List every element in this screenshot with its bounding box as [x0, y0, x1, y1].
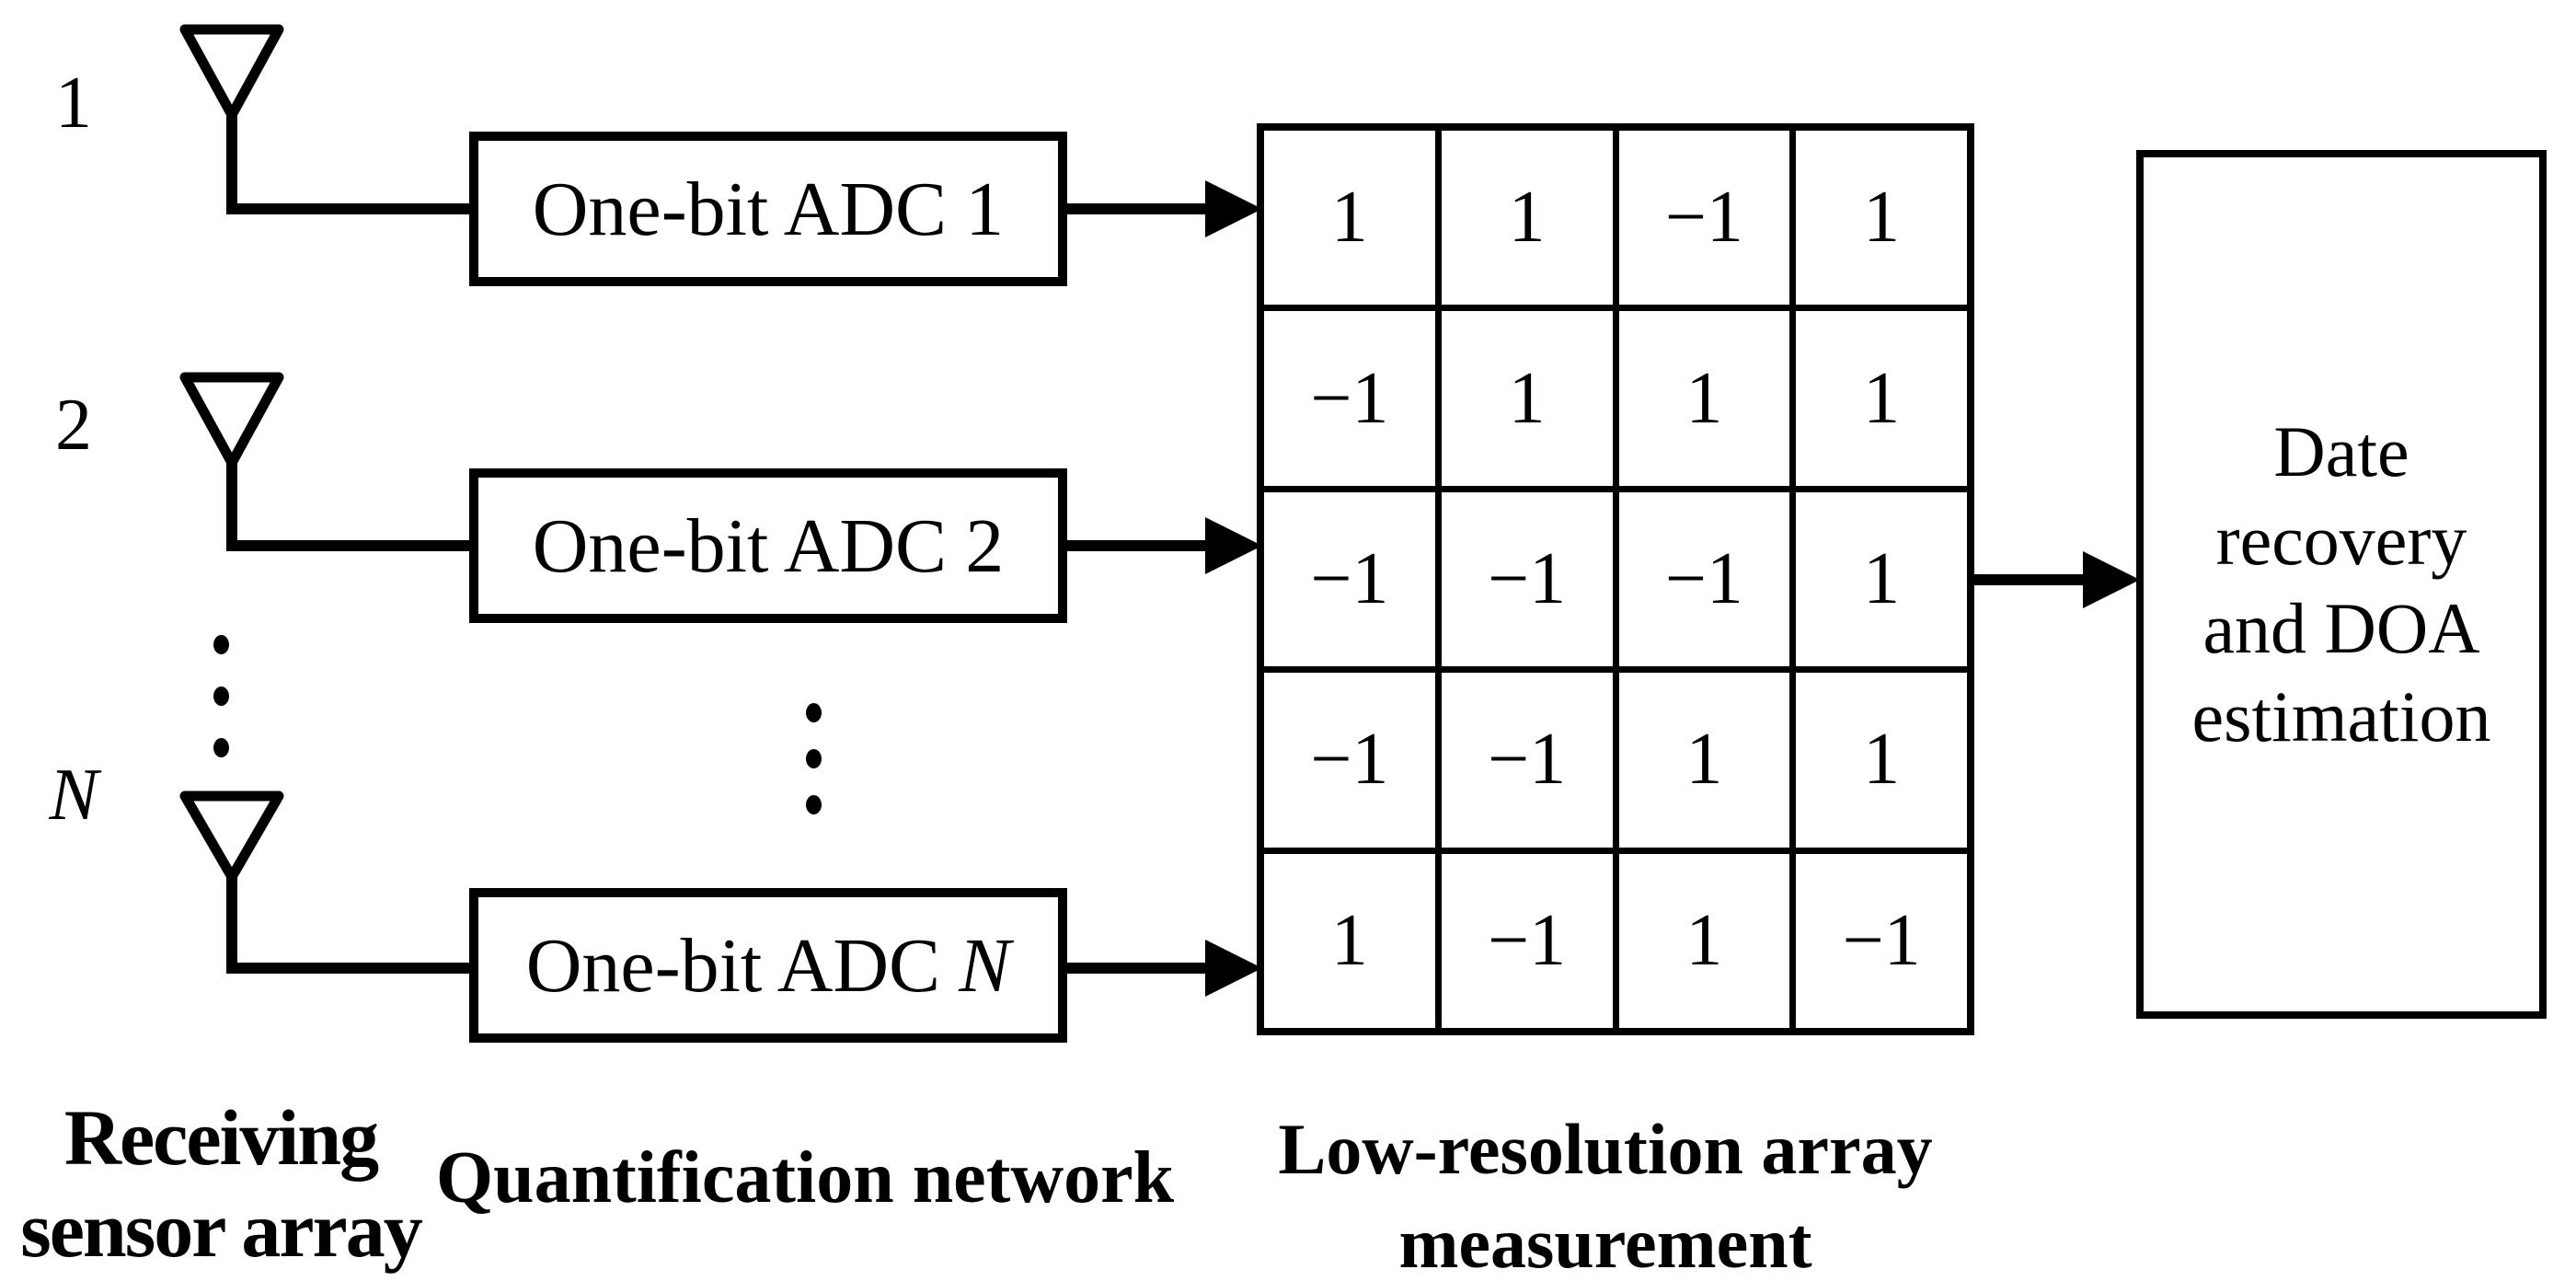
caption-line: Receiving — [63, 1093, 379, 1182]
sensor-1-label: 1 — [55, 63, 92, 144]
matrix-cell: 1 — [1796, 311, 1967, 486]
caption-line: measurement — [1398, 1203, 1812, 1281]
matrix-cell: −1 — [1796, 853, 1967, 1028]
antenna-n-icon — [179, 791, 473, 974]
matrix-cell: 1 — [1618, 673, 1790, 848]
matrix-cell: −1 — [1441, 673, 1613, 848]
adc-n-label: One-bit ADC — [525, 922, 941, 1009]
matrix-cell: 1 — [1796, 491, 1967, 667]
output-box-line: and DOA — [2202, 588, 2480, 668]
adc-1-label: One-bit ADC — [532, 166, 948, 252]
measurement-matrix: 1 1 −1 1 −1 1 1 1 −1 −1 −1 1 −1 −1 1 1 1… — [1257, 123, 1974, 1035]
quantification-network-caption: Quantification network — [423, 1136, 1187, 1220]
matrix-cell: 1 — [1264, 131, 1435, 306]
adc-2-box: One-bit ADC 2 — [469, 468, 1067, 623]
output-box-line: Date — [2273, 411, 2409, 491]
adc-1-box: One-bit ADC 1 — [469, 132, 1067, 286]
caption-line: Quantification network — [435, 1137, 1175, 1218]
matrix-cell: 1 — [1796, 673, 1967, 848]
vertical-ellipsis-icon — [213, 635, 229, 757]
matrix-cell: −1 — [1441, 491, 1613, 667]
dot — [213, 738, 229, 757]
matrix-cell: −1 — [1618, 131, 1790, 306]
matrix-cell: −1 — [1618, 491, 1790, 667]
dot — [213, 687, 229, 706]
sensor-2-label: 2 — [55, 385, 92, 466]
adc-n-index: N — [959, 922, 1011, 1009]
caption-line: sensor array — [20, 1185, 422, 1274]
sensor-n-label: N — [49, 755, 98, 836]
low-resolution-measurement-caption: Low-resolution array measurement — [1233, 1102, 1978, 1281]
arrow-matrix-to-output-icon — [1974, 551, 2140, 608]
adc-n-box: One-bit ADC N — [469, 888, 1067, 1043]
arrow-adc2-to-matrix-icon — [1067, 517, 1262, 574]
output-box-line: recovery — [2215, 500, 2467, 580]
data-recovery-box: Date recovery and DOA estimation — [2136, 150, 2547, 1019]
receiving-sensor-array-caption: Receiving sensor array — [14, 1091, 428, 1275]
output-box-line: estimation — [2191, 676, 2491, 756]
vertical-ellipsis-icon — [806, 703, 822, 814]
matrix-cell: 1 — [1796, 131, 1967, 306]
matrix-cell: −1 — [1441, 853, 1613, 1028]
dot — [806, 749, 822, 768]
matrix-cell: 1 — [1441, 311, 1613, 486]
dot — [806, 703, 822, 722]
adc-2-index: 2 — [965, 502, 1005, 589]
matrix-cell: −1 — [1264, 673, 1435, 848]
caption-line: Low-resolution array — [1278, 1109, 1933, 1189]
antenna-2-icon — [179, 372, 473, 551]
adc-1-index: 1 — [965, 166, 1005, 252]
matrix-cell: 1 — [1618, 853, 1790, 1028]
matrix-cell: −1 — [1264, 491, 1435, 667]
matrix-cell: −1 — [1264, 311, 1435, 486]
adc-2-label: One-bit ADC — [532, 502, 948, 589]
arrow-adcn-to-matrix-icon — [1067, 940, 1262, 997]
matrix-cell: 1 — [1618, 311, 1790, 486]
antenna-1-icon — [179, 24, 473, 214]
matrix-cell: 1 — [1264, 853, 1435, 1028]
matrix-cell: 1 — [1441, 131, 1613, 306]
dot — [213, 635, 229, 654]
arrow-adc1-to-matrix-icon — [1067, 180, 1262, 237]
dot — [806, 795, 822, 814]
